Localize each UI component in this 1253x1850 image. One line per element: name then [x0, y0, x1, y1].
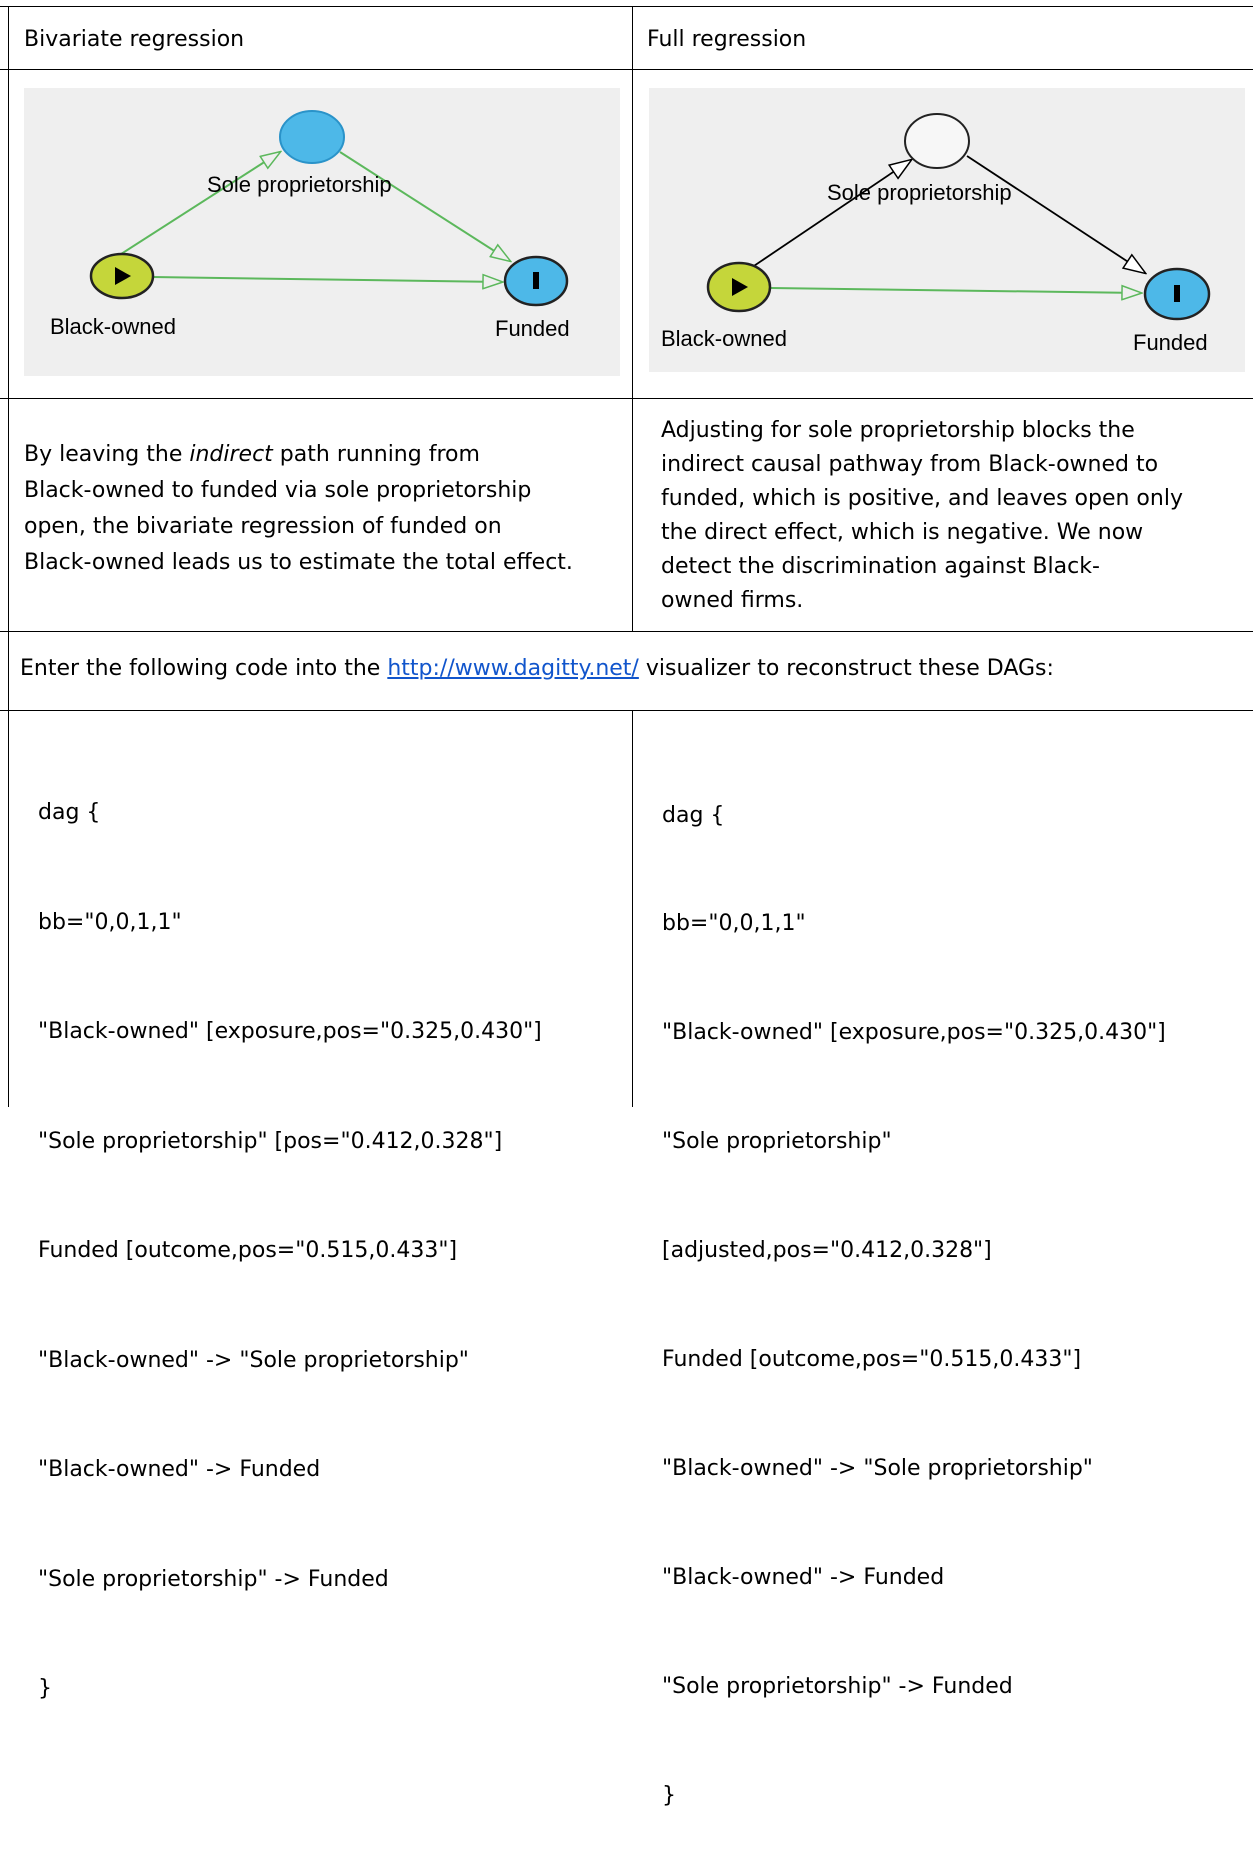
code-line: "Black-owned" -> Funded — [38, 1457, 321, 1482]
edge-exposure-to-outcome — [770, 288, 1141, 293]
label-mediator: Sole proprietorship — [827, 180, 1012, 205]
label-exposure: Black-owned — [661, 326, 787, 351]
code-line: bb="0,0,1,1" — [662, 911, 806, 937]
header-full: Full regression — [647, 27, 807, 52]
emphasis-indirect: indirect — [189, 442, 273, 467]
code-line: } — [38, 1676, 52, 1701]
description-bivariate: By leaving the indirect path running fro… — [24, 437, 573, 581]
code-line: "Sole proprietorship" -> Funded — [662, 1673, 1013, 1699]
instruction-text: Enter the following code into the http:/… — [20, 656, 1054, 681]
desc-line: detect the discrimination against Black- — [661, 554, 1100, 579]
code-line: dag { — [662, 802, 725, 828]
table-row-divider-3 — [0, 631, 1253, 632]
desc-line: owned firms. — [661, 588, 804, 613]
edge-exposure-to-outcome — [151, 277, 502, 282]
description-full: Adjusting for sole proprietorship blocks… — [661, 414, 1183, 618]
code-line: Funded [outcome,pos="0.515,0.433"] — [662, 1347, 1082, 1373]
code-line: } — [662, 1782, 676, 1808]
play-icon — [115, 267, 131, 285]
dagitty-link[interactable]: http://www.dagitty.net/ — [387, 656, 639, 681]
desc-line: Black-owned to funded via sole proprieto… — [24, 478, 532, 503]
code-line: "Black-owned" [exposure,pos="0.325,0.430… — [38, 1019, 542, 1044]
code-line: dag { — [38, 800, 101, 825]
dag-bivariate: Sole proprietorship Black-owned Funded — [24, 88, 620, 376]
table-row-divider-2 — [0, 398, 1253, 399]
desc-line: By leaving the indirect path running fro… — [24, 442, 480, 467]
desc-line: funded, which is positive, and leaves op… — [661, 486, 1183, 511]
outcome-marker-icon — [1174, 285, 1180, 302]
desc-line: the direct effect, which is negative. We… — [661, 520, 1144, 545]
table-column-divider-top — [632, 6, 633, 631]
code-line: "Black-owned" -> "Sole proprietorship" — [38, 1347, 469, 1373]
outcome-marker-icon — [533, 272, 539, 289]
label-outcome: Funded — [1133, 330, 1208, 355]
code-full: dag { bb="0,0,1,1" "Black-owned" [exposu… — [662, 725, 1166, 1850]
code-line: bb="0,0,1,1" — [38, 909, 182, 935]
edge-exposure-to-mediator — [117, 152, 280, 257]
dag-full: Sole proprietorship Black-owned Funded — [649, 88, 1245, 372]
play-icon — [732, 278, 748, 296]
table-column-divider-bottom — [632, 710, 633, 1107]
code-line: "Black-owned" -> "Sole proprietorship" — [662, 1455, 1093, 1481]
desc-line: Black-owned leads us to estimate the tot… — [24, 550, 573, 575]
desc-line: open, the bivariate regression of funded… — [24, 514, 502, 539]
table-border-left — [8, 6, 9, 1107]
label-mediator: Sole proprietorship — [207, 172, 392, 197]
label-exposure: Black-owned — [50, 314, 176, 339]
edge-mediator-to-outcome — [339, 151, 510, 261]
table-border-top — [0, 6, 1253, 7]
node-mediator[interactable] — [904, 113, 970, 169]
table-row-divider-4 — [0, 710, 1253, 711]
edge-exposure-to-mediator — [738, 160, 911, 277]
code-line: [adjusted,pos="0.412,0.328"] — [662, 1238, 992, 1264]
code-line: Funded [outcome,pos="0.515,0.433"] — [38, 1238, 458, 1263]
code-line: "Sole proprietorship" — [662, 1129, 892, 1155]
table-row-divider-1 — [0, 69, 1253, 70]
label-outcome: Funded — [495, 316, 570, 341]
dag-full-svg: Sole proprietorship Black-owned Funded — [661, 113, 1211, 355]
code-line: "Black-owned" [exposure,pos="0.325,0.430… — [662, 1020, 1166, 1046]
header-bivariate: Bivariate regression — [24, 27, 245, 52]
dag-bivariate-svg: Sole proprietorship Black-owned Funded — [50, 110, 570, 341]
code-line: "Sole proprietorship" -> Funded — [38, 1566, 389, 1592]
desc-line: indirect causal pathway from Black-owned… — [661, 452, 1159, 477]
code-line: "Black-owned" -> Funded — [662, 1564, 945, 1590]
node-mediator[interactable] — [279, 110, 345, 164]
code-line: "Sole proprietorship" [pos="0.412,0.328"… — [38, 1128, 503, 1154]
code-bivariate: dag { bb="0,0,1,1" "Black-owned" [exposu… — [38, 722, 542, 1744]
edge-mediator-to-outcome — [966, 155, 1145, 273]
desc-line: Adjusting for sole proprietorship blocks… — [661, 418, 1135, 443]
